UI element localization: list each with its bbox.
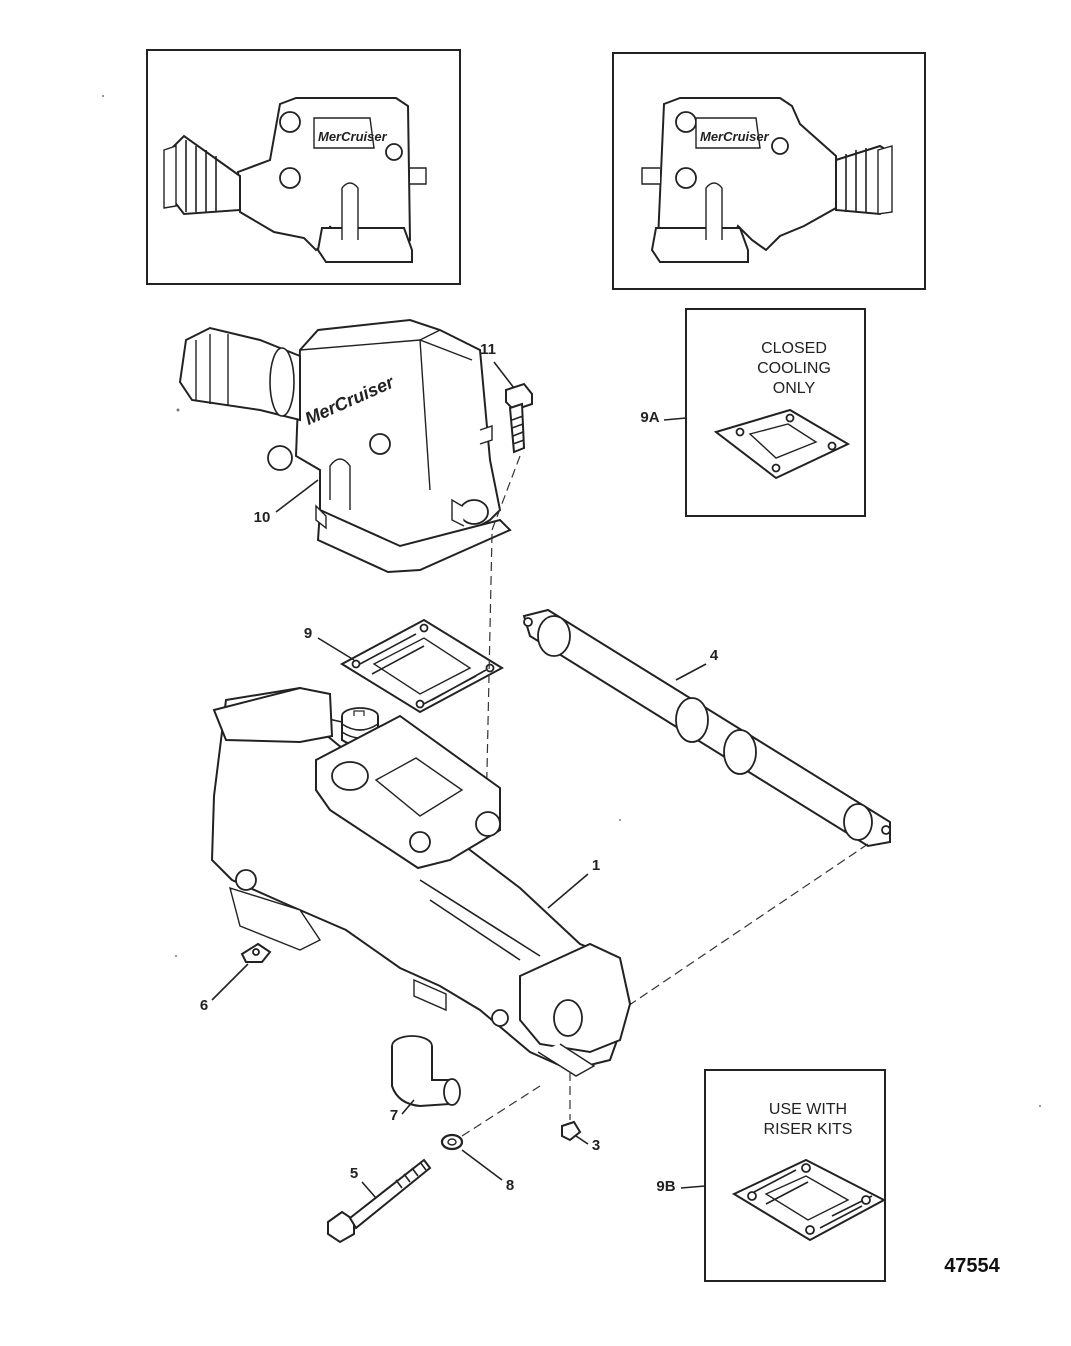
callout-7: 7 [390, 1107, 398, 1124]
inset-elbow-right-variant: MerCruiser [612, 52, 926, 290]
callout-9a: 9A [640, 409, 659, 426]
box-9a-line2: COOLING [757, 360, 831, 377]
box-9b-line1: USE WITH [769, 1101, 847, 1118]
part-8-lock-washer [440, 1133, 464, 1151]
callout-11: 11 [480, 341, 496, 358]
callout-3: 3 [592, 1137, 600, 1154]
scan-noise [102, 95, 1041, 1107]
part-4-manifold-gasket [522, 608, 891, 848]
box-9a-line1: CLOSED [761, 340, 827, 357]
part-7-elbow-fitting [391, 1035, 461, 1108]
inset-right-logo: MerCruiser [700, 129, 770, 144]
part-10-exhaust-elbow: MerCruiser [178, 318, 512, 574]
part-6-clip [240, 942, 272, 963]
part-3-drain-plug [561, 1120, 582, 1142]
callout-9b: 9B [656, 1178, 675, 1195]
figure-number: 47554 [944, 1255, 1000, 1277]
callout-1: 1 [592, 857, 600, 874]
box-9a-line3: ONLY [773, 380, 816, 397]
callout-8: 8 [506, 1177, 514, 1194]
inset-left-logo: MerCruiser [318, 129, 388, 144]
callout-4: 4 [710, 647, 719, 664]
gasket-9b-box: USE WITH RISER KITS [704, 1069, 887, 1282]
part-5-long-bolt [327, 1158, 432, 1244]
part-1-exhaust-manifold [210, 686, 632, 1077]
inset-elbow-left-variant: MerCruiser [146, 49, 461, 285]
gasket-9a-box: CLOSED COOLING ONLY [685, 308, 866, 517]
callout-9: 9 [304, 625, 312, 642]
part-2-pipe-plug [341, 707, 379, 747]
callout-10: 10 [254, 509, 271, 526]
part-9-gasket [339, 618, 505, 714]
part-11-bolt [505, 382, 533, 454]
callout-6: 6 [200, 997, 208, 1014]
box-9b-line2: RISER KITS [764, 1121, 853, 1138]
callout-5: 5 [350, 1165, 358, 1182]
